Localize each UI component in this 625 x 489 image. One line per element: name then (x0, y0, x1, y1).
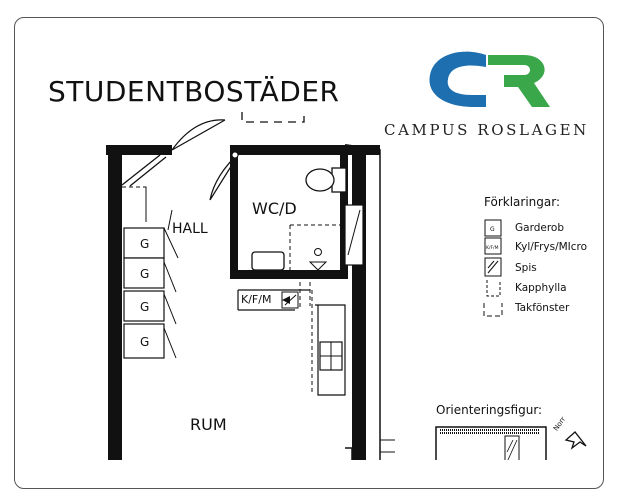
wardrobe-3 (123, 290, 165, 322)
kitchen-bench (315, 304, 346, 396)
campus-roslagen-logo (429, 51, 550, 107)
legend-symbol-kapphylla (486, 280, 501, 297)
wardrobe-label: G (140, 237, 149, 251)
legend-label-takfonster: Takfönster (515, 302, 570, 314)
shower-area (289, 224, 340, 270)
wc-wall-right (340, 150, 348, 278)
wardrobe-label: G (140, 300, 149, 314)
brand-name: CAMPUS ROSLAGEN (384, 121, 589, 139)
legend-label-spis: Spis (515, 262, 537, 274)
wall-top-left (106, 145, 172, 155)
wc-wall-left (230, 150, 238, 278)
kitchen-counter (237, 289, 310, 311)
wardrobe-1 (123, 227, 165, 259)
wardrobe-row (123, 227, 165, 359)
legend-spis-diagonal (487, 260, 499, 274)
orientation-building (435, 426, 547, 460)
kitchen-arrow (282, 296, 290, 304)
room-label-kitchen: K/F/M (241, 293, 271, 306)
wardrobe-label: G (140, 335, 149, 349)
orientation-unit (504, 435, 520, 460)
wardrobe-4 (123, 323, 165, 359)
legend-symbol-kfm-text: K/F/M (486, 245, 499, 251)
wall-window (344, 204, 364, 266)
kitchen-sink-divider (320, 342, 342, 370)
wardrobe-2 (123, 257, 165, 289)
room-label-wc: WC/D (252, 199, 297, 218)
legend-label-kfm: Kyl/Frys/MIcro (515, 241, 588, 253)
wardrobe-doors (163, 227, 179, 359)
floor-drain (314, 248, 322, 256)
room-label-rum: RUM (190, 415, 227, 434)
sink (251, 251, 285, 271)
room-label-hall: HALL (172, 221, 208, 237)
wall-left (108, 145, 122, 460)
legend-title: Förklaringar: (484, 195, 560, 209)
toilet-bowl (305, 168, 335, 192)
legend-symbol-garderob (484, 219, 502, 237)
room-corner (345, 447, 353, 460)
page-title: STUDENTBOSTÄDER (48, 75, 340, 108)
orientation-title: Orienteringsfigur: (436, 403, 543, 417)
north-arrow-icon (564, 431, 587, 450)
door-stop (231, 151, 239, 159)
wall-right-outer (366, 149, 381, 460)
legend-label-garderob: Garderob (515, 222, 565, 234)
wall-top-right (230, 145, 380, 155)
logo-r-shape (488, 55, 550, 107)
corner-diagonal-2 (129, 156, 167, 187)
kitchen-cabinet (299, 282, 311, 310)
legend-symbol-kfm (484, 237, 502, 255)
room-lines (380, 439, 395, 453)
window-diagonal (347, 209, 361, 256)
legend-symbol-takfonster (483, 303, 503, 317)
legend-symbol-garderob-text: G (490, 226, 495, 233)
stove-symbol (281, 291, 299, 309)
orientation-unit-hatch (506, 439, 518, 460)
wardrobe-label: G (140, 267, 149, 281)
entry-door (171, 119, 226, 151)
orientation-hatching (440, 429, 540, 434)
wall-right (352, 145, 366, 460)
floor-plan: G G G G WC/D HALL K/F/M RUM G K/F/M (106, 112, 587, 460)
hall-closet-dashed (122, 186, 147, 222)
wc-wall-bottom (230, 270, 348, 279)
hall-marker (167, 209, 173, 231)
drain-arrow (308, 261, 328, 271)
logo-c-shape (429, 51, 486, 107)
legend-label-kapphylla: Kapphylla (515, 282, 567, 294)
corner-diagonal (121, 154, 161, 186)
skylight-top (241, 112, 305, 123)
orientation-figure (435, 426, 547, 460)
